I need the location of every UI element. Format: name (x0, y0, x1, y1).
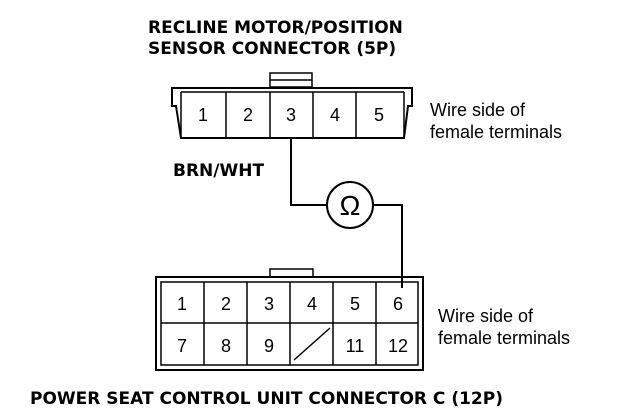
top-connector: 1 2 3 4 5 (171, 72, 413, 139)
top-connector-title-line1: RECLINE MOTOR/POSITION (148, 18, 403, 38)
bottom-terminal-8: 8 (221, 336, 231, 356)
bottom-terminal-9: 9 (264, 336, 274, 356)
bottom-terminal-4: 4 (307, 294, 317, 314)
top-connector-title-line2: SENSOR CONNECTOR (5P) (148, 39, 396, 59)
top-terminal-2: 2 (243, 105, 253, 125)
bottom-terminal-7: 7 (177, 336, 187, 356)
bottom-terminal-11: 11 (346, 336, 365, 356)
top-side-label-line2: female terminals (430, 122, 562, 142)
bottom-connector-lock-tab (269, 268, 314, 277)
bottom-terminal-12: 12 (388, 336, 408, 356)
bottom-side-label-line2: female terminals (438, 328, 570, 348)
bottom-connector-title: POWER SEAT CONTROL UNIT CONNECTOR C (12P… (30, 389, 503, 409)
wire-color-label: BRN/WHT (173, 161, 264, 181)
top-terminal-1: 1 (198, 105, 208, 125)
probe-wire-right (373, 204, 403, 288)
bottom-terminal-2: 2 (221, 294, 231, 314)
unused-cavity-slash (293, 327, 331, 361)
top-terminal-5: 5 (374, 105, 384, 125)
bottom-side-label-line1: Wire side of (438, 306, 534, 326)
top-terminal-3: 3 (286, 105, 296, 125)
bottom-connector: 1 2 3 4 5 6 7 8 9 11 12 (155, 268, 424, 371)
bottom-terminal-5: 5 (350, 294, 360, 314)
bottom-connector-body (155, 276, 424, 371)
top-side-label-line1: Wire side of (430, 100, 526, 120)
bottom-terminal-6: 6 (393, 294, 403, 314)
ohmmeter-symbol (326, 181, 374, 229)
probe-wire-left (290, 138, 327, 206)
bottom-terminal-3: 3 (264, 294, 274, 314)
bottom-terminal-1: 1 (177, 294, 187, 314)
top-terminal-4: 4 (330, 105, 340, 125)
ohmmeter-circuit: Ω (290, 138, 403, 288)
ohm-icon: Ω (340, 190, 361, 221)
